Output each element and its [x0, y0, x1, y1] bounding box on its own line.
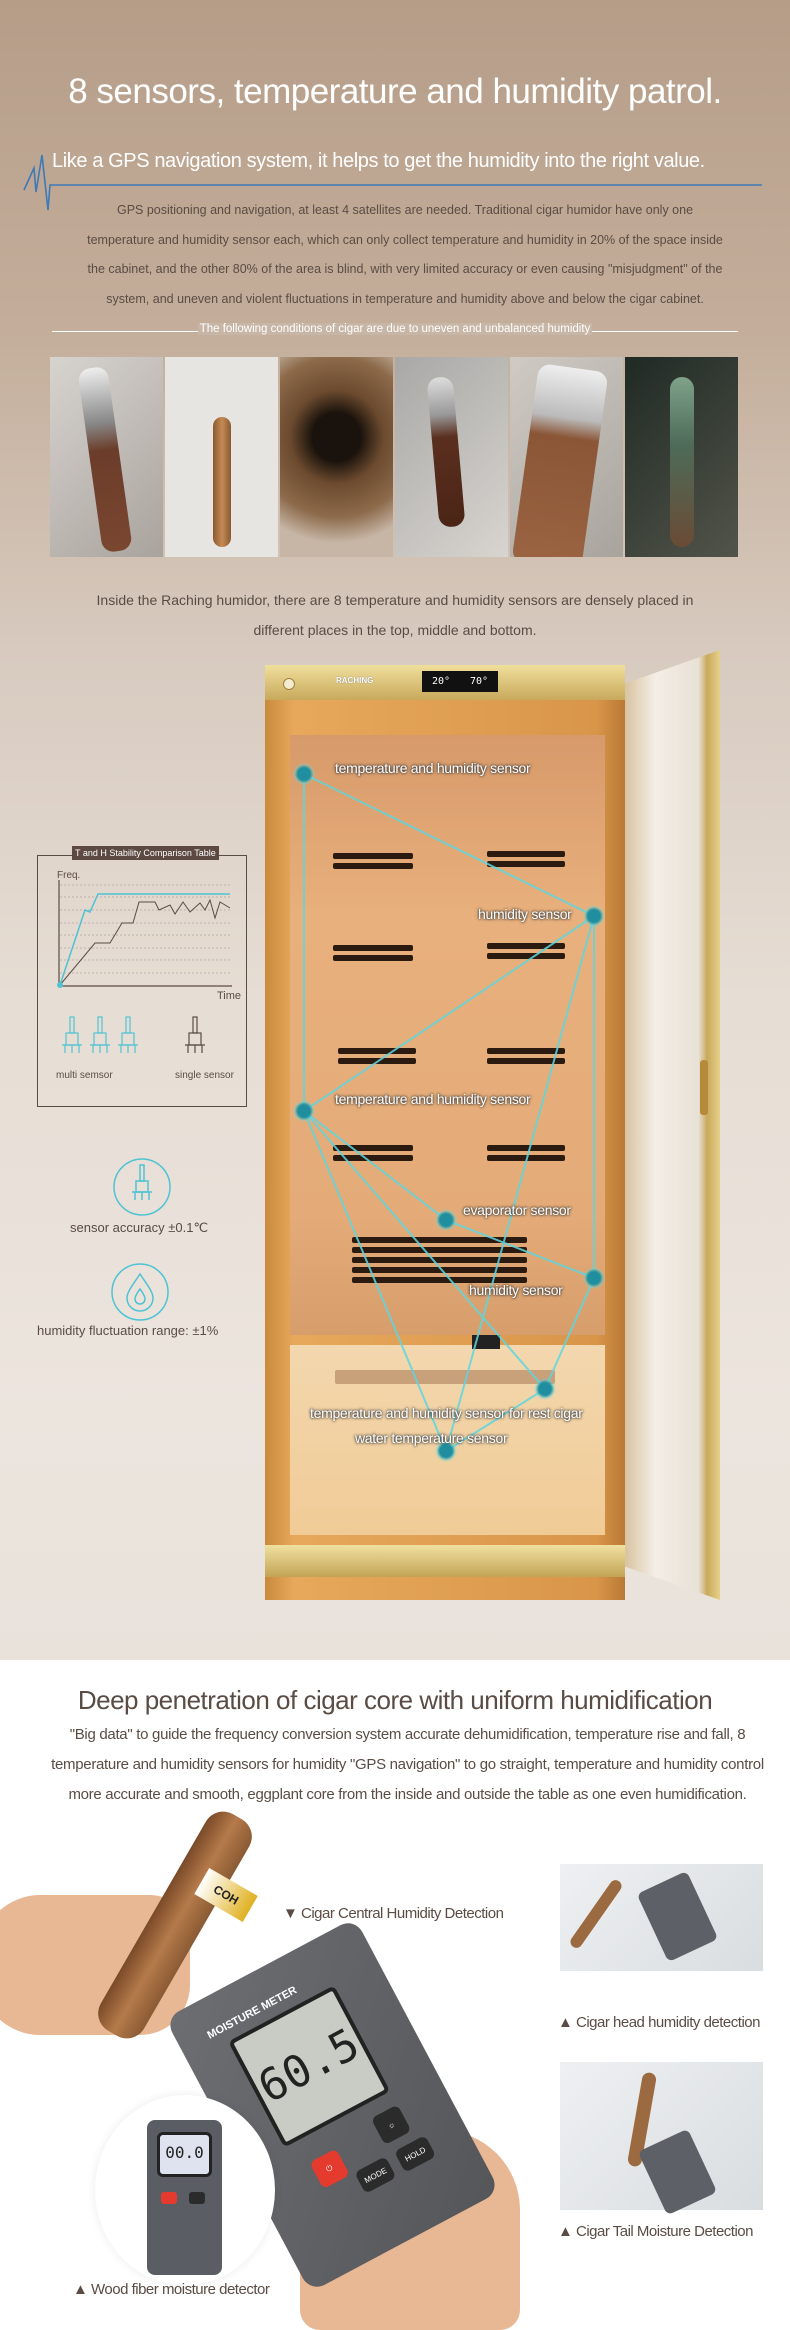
detector-light-button[interactable]: [189, 2192, 205, 2204]
sensor-dot: [435, 1209, 457, 1231]
sensor-label: temperature and humidity sensor: [335, 1091, 531, 1107]
control-display[interactable]: 20° 70°: [422, 671, 498, 692]
caption-central: ▼ Cigar Central Humidity Detection: [283, 1905, 504, 1922]
detector-lcd-reading: 00.0: [157, 2132, 212, 2177]
intro-paragraph: GPS positioning and navigation, at least…: [87, 203, 723, 306]
humidity-readout: 70°: [469, 676, 489, 687]
vent-slots: [487, 1048, 565, 1064]
damaged-cigar-photo-1: [50, 357, 163, 557]
sensor-dot: [583, 1267, 605, 1289]
tail-detection-photo: [560, 2062, 763, 2216]
vent-slots: [487, 943, 565, 959]
x-axis-label: Time: [217, 990, 242, 1002]
section-paragraph: "Big data" to guide the frequency conver…: [51, 1726, 764, 1803]
divider-text: The following conditions of cigar are du…: [197, 323, 593, 335]
evaporator-grille: [352, 1237, 527, 1283]
brand-label: RACHING: [336, 676, 374, 685]
y-axis-label: Freq.: [57, 870, 81, 881]
sensor-label: temperature and humidity sensor for rest…: [310, 1405, 583, 1421]
section-title: Deep penetration of cigar core with unif…: [77, 1685, 713, 1715]
sensor-accuracy-label: sensor accuracy ±0.1℃: [70, 1220, 209, 1235]
sensor-network-lines: [302, 773, 596, 1453]
damaged-cigar-photo-2: [165, 357, 278, 557]
subtitle: Like a GPS navigation system, it helps t…: [52, 150, 705, 172]
sensor-dot: [534, 1378, 556, 1400]
head-detection-photo: [560, 1864, 763, 1971]
cabinet-interior: [290, 735, 605, 1335]
sensor-label: humidity sensor: [469, 1282, 563, 1298]
humidor-glass-door: [612, 650, 720, 1600]
sensor-label: humidity sensor: [478, 906, 572, 922]
multi-sensor-icon: [62, 1016, 139, 1054]
damaged-cigar-photo-4: [395, 357, 508, 557]
hygrometer-device: [472, 1335, 500, 1349]
door-handle: [700, 1060, 708, 1115]
vent-slots: [333, 853, 413, 869]
vent-slots: [333, 945, 413, 961]
temp-readout: 20°: [431, 676, 451, 687]
single-sensor-icon: [185, 1016, 205, 1053]
single-sensor-line: [59, 898, 231, 986]
multi-sensor-line: [59, 893, 230, 986]
stability-chart: [57, 880, 232, 988]
hold-button[interactable]: HOLD: [394, 2135, 437, 2173]
humidor-intro: Inside the Raching humidor, there are 8 …: [96, 592, 694, 638]
cabinet-base-vent: [265, 1545, 625, 1577]
vent-slots: [333, 1145, 413, 1161]
sensor-dot: [583, 905, 605, 927]
damaged-cigar-photo-5: [510, 357, 623, 557]
vent-slots: [487, 851, 565, 867]
multi-sensor-label: multi semsor: [56, 1070, 113, 1081]
vent-slots: [487, 1145, 565, 1161]
caption-wood: ▲ Wood fiber moisture detector: [73, 2281, 270, 2298]
pulse-line-icon: [23, 154, 762, 211]
sensor-label: temperature and humidity sensor: [335, 760, 531, 776]
sensor-dot: [293, 763, 315, 785]
mode-button[interactable]: MODE: [354, 2156, 397, 2194]
logo-icon: [283, 678, 295, 690]
caption-head: ▲ Cigar head humidity detection: [558, 2014, 760, 2031]
humidity-range-label: humidity fluctuation range: ±1%: [37, 1323, 219, 1338]
wood-moisture-detector: 00.0: [147, 2120, 222, 2275]
single-sensor-label: single sensor: [175, 1070, 234, 1081]
backlight-button[interactable]: ☼: [370, 2104, 412, 2146]
sensor-dot: [293, 1100, 315, 1122]
sensor-label: evaporator sensor: [463, 1202, 571, 1218]
sensor-dot: [435, 1440, 457, 1462]
sensor-label: water temperature sensor: [355, 1430, 508, 1446]
caption-tail: ▲ Cigar Tail Moisture Detection: [558, 2223, 753, 2240]
damaged-cigar-photo-6: [625, 357, 738, 557]
drawer-slot: [335, 1370, 555, 1384]
page-title: 8 sensors, temperature and humidity patr…: [68, 72, 722, 111]
power-button[interactable]: ⏻: [309, 2148, 350, 2190]
water-drop-icon: [111, 1263, 169, 1321]
damaged-cigar-photo-3: [280, 357, 393, 557]
sensor-icon: [113, 1158, 171, 1216]
detector-power-button[interactable]: [161, 2192, 177, 2204]
comparison-title: T and H Stability Comparison Table: [72, 846, 219, 860]
